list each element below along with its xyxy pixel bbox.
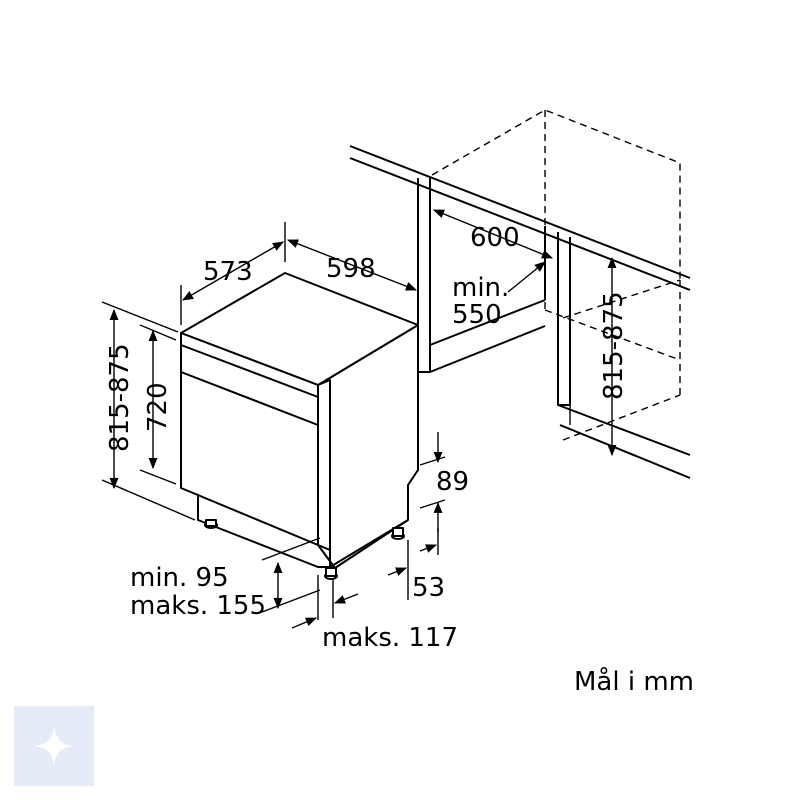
dim-niche-depth-min: min.	[452, 273, 509, 303]
sparkle-badge	[14, 706, 94, 786]
dim-niche-depth-value: 550	[452, 300, 502, 330]
dim-niche-width: 600	[470, 223, 520, 253]
dim-depth: 573	[203, 257, 253, 287]
dim-plinth-min: min. 95	[130, 563, 229, 593]
dim-foot-max: maks. 117	[322, 623, 458, 653]
dim-niche-height-range: 815-875	[599, 291, 629, 400]
dishwasher-body	[180, 272, 419, 580]
dimension-lines	[101, 222, 446, 629]
dim-width: 598	[326, 254, 376, 284]
dim-plinth-max: maks. 155	[130, 591, 266, 621]
installation-niche	[349, 109, 691, 479]
units-note: Mål i mm	[574, 667, 694, 697]
sparkle-icon	[34, 726, 74, 766]
dim-body-height: 720	[143, 382, 173, 432]
dim-plinth-height: 89	[436, 467, 469, 497]
dim-plinth-offset: 53	[412, 573, 445, 603]
dim-height-range: 815-875	[105, 343, 135, 452]
